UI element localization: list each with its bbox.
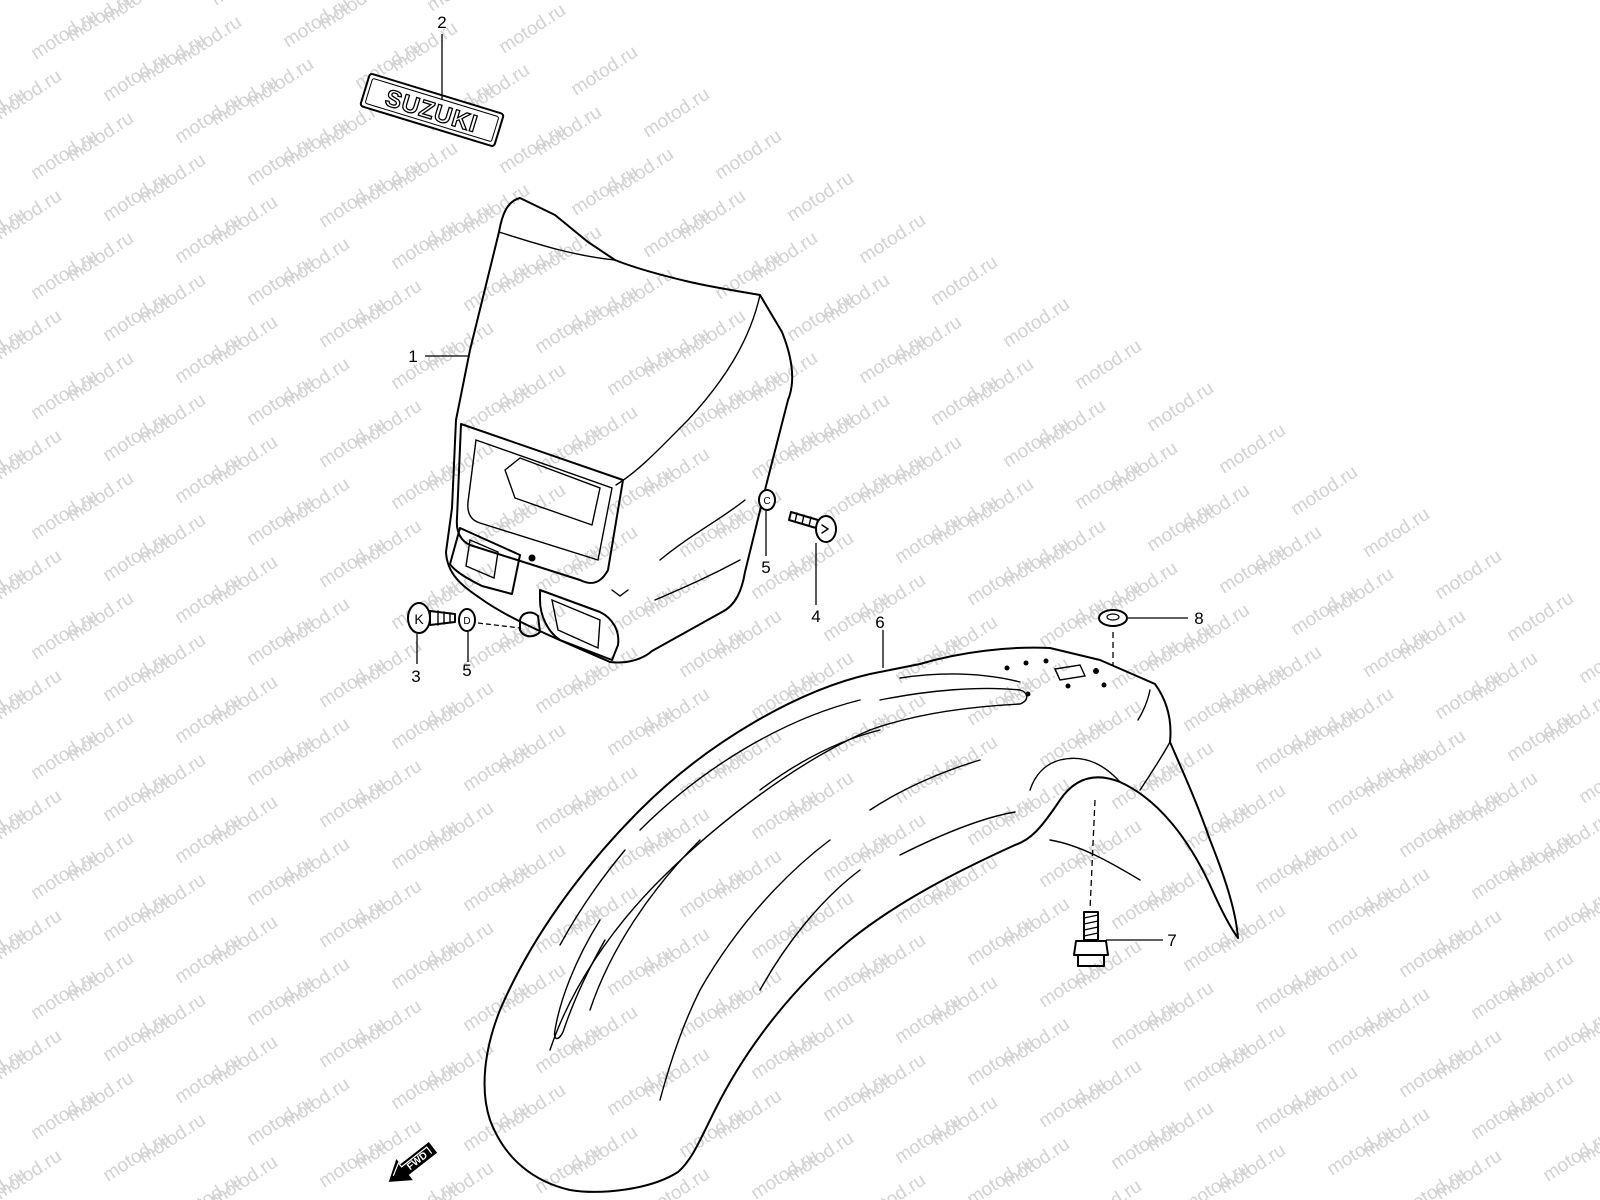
watermark-text: motod.ru <box>711 126 785 184</box>
watermark-text: motod.ru <box>0 0 66 4</box>
watermark-text: motod.ru <box>639 84 713 142</box>
watermark-text: motod.ru <box>1071 1176 1145 1200</box>
watermark-text: motod.ru <box>1071 336 1145 394</box>
watermark-text: motod.ru <box>1179 1158 1253 1200</box>
callout-4: 4 <box>811 607 820 626</box>
screw-icon: K <box>407 602 456 634</box>
watermark-text: motod.ru <box>1431 546 1505 604</box>
watermark-text: motod.ru <box>1215 420 1289 478</box>
watermark-text: motod.ru <box>279 0 353 52</box>
watermark-text: motod.ru <box>855 1170 929 1200</box>
watermark-text: motod.ru <box>1539 888 1600 946</box>
watermark-text: motod.ru <box>1503 588 1577 646</box>
washer-icon <box>1098 609 1128 666</box>
callout-6: 6 <box>875 613 884 632</box>
watermark-text: motod.ru <box>1395 1164 1469 1200</box>
watermark-text: motod.ru <box>1539 1008 1600 1066</box>
callout-7: 7 <box>1167 931 1176 950</box>
watermark-text: motod.ru <box>927 252 1001 310</box>
callout-3: 3 <box>411 667 420 686</box>
headlight-cowl-icon <box>445 197 794 664</box>
callouts: 2 1 5 4 3 5 6 8 7 <box>408 13 1203 950</box>
callout-1: 1 <box>408 347 417 366</box>
callout-2: 2 <box>437 13 446 32</box>
bolt-icon <box>1073 799 1109 967</box>
watermark-text: motod.ru <box>963 1152 1037 1200</box>
nut-right-mark: C <box>763 496 770 507</box>
nut-icon: D <box>458 608 521 632</box>
watermark-text: motod.ru <box>1575 750 1600 808</box>
callout-5: 5 <box>761 558 770 577</box>
watermark-text: motod.ru <box>1539 1128 1600 1186</box>
watermark-text: motod.ru <box>567 42 641 100</box>
leader-lines <box>416 34 1188 941</box>
screw-head-mark: K <box>414 611 424 627</box>
watermark-text: motod.ru <box>423 0 497 16</box>
watermark-text: motod.ru <box>0 0 30 22</box>
watermark-text: motod.ru <box>783 168 857 226</box>
watermark-text: motod.ru <box>639 1164 713 1200</box>
watermark-text: motod.ru <box>1359 504 1433 562</box>
callout-5: 5 <box>462 661 471 680</box>
watermark-text: motod.ru <box>1287 462 1361 520</box>
callout-8: 8 <box>1194 609 1203 628</box>
watermark-text: motod.ru <box>855 210 929 268</box>
watermark-text: motod.ru <box>999 294 1073 352</box>
watermark-text: motod.ru <box>207 0 281 10</box>
nut-left-mark: D <box>463 616 470 627</box>
watermark-text: motod.ru <box>495 0 569 58</box>
watermark-text: motod.ru <box>1575 630 1600 688</box>
nut-icon: C <box>758 489 776 511</box>
screw-icon <box>788 511 837 543</box>
watermark-text: motod.ru <box>1143 378 1217 436</box>
front-fender-icon <box>483 646 1239 1193</box>
